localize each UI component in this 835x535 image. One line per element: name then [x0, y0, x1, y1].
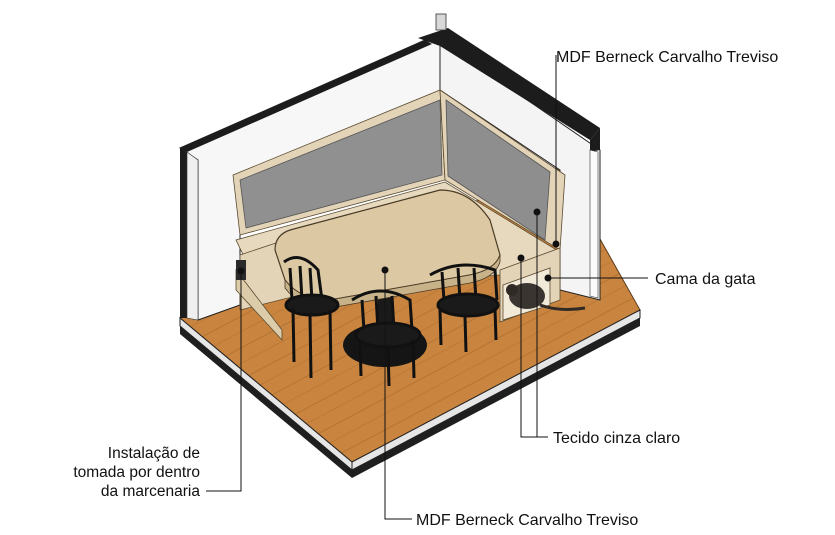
leader-table-top	[384, 270, 412, 520]
label-table-top-material: MDF Berneck Carvalho Treviso	[416, 512, 639, 529]
chair-left	[283, 256, 340, 379]
label-cat-bed: Cama da gata	[655, 271, 756, 288]
cat-icon	[509, 283, 545, 309]
bench-backrest	[232, 89, 566, 251]
label-socket-line-2: tomada por dentro	[73, 464, 200, 481]
label-wall-panel-material: MDF Berneck Carvalho Treviso	[556, 49, 779, 66]
left-wall	[178, 39, 441, 321]
leader-socket	[206, 271, 242, 492]
label-fabric: Tecido cinza claro	[553, 430, 681, 447]
leader-lines	[206, 55, 648, 520]
label-socket-line-3: da marcenaria	[100, 483, 200, 500]
label-socket-line-1: Instalação de	[107, 445, 200, 462]
label-socket-installation: Instalação de tomada por dentro da marce…	[70, 444, 200, 501]
chair-center	[351, 289, 422, 387]
chair-right	[429, 263, 500, 353]
cat-bed	[502, 267, 586, 321]
leader-fabric-seat	[520, 258, 548, 438]
